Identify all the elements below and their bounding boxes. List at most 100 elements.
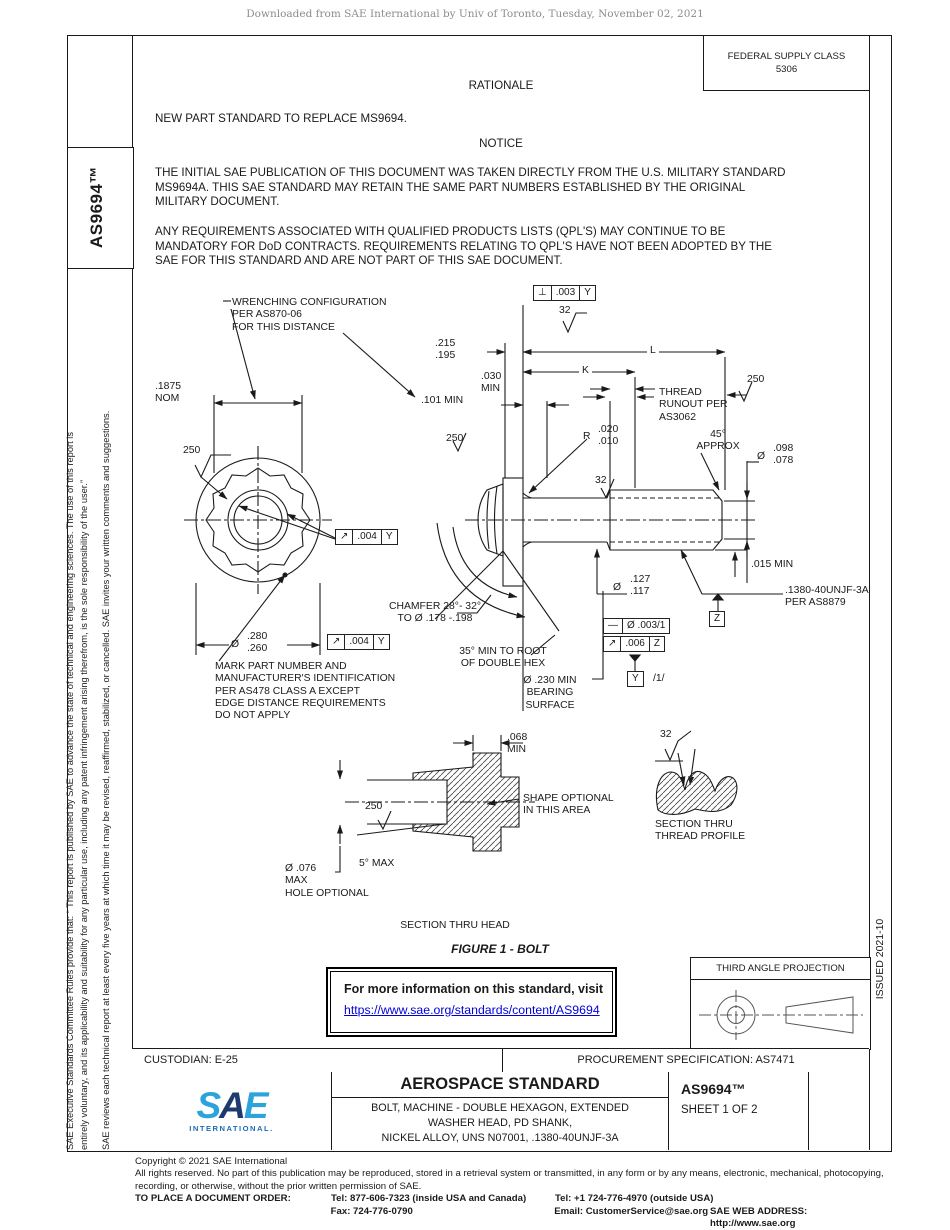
right-strip-divider xyxy=(869,35,870,1150)
rights-line2: recording, or otherwise, without the pri… xyxy=(135,1180,422,1192)
footer: Copyright © 2021 SAE International All r… xyxy=(135,1156,895,1230)
sae-logo: SAE INTERNATIONAL. xyxy=(132,1072,332,1150)
federal-supply-class-box: FEDERAL SUPPLY CLASS 5306 xyxy=(703,36,870,91)
rights-line1: All rights reserved. No part of this pub… xyxy=(135,1168,884,1180)
figure-label: Ø .076 MAX HOLE OPTIONAL xyxy=(285,863,369,899)
rationale-heading: RATIONALE xyxy=(468,79,534,92)
order-label: TO PLACE A DOCUMENT ORDER: xyxy=(135,1193,291,1205)
frame-cell: Y xyxy=(385,531,393,542)
document-title: BOLT, MACHINE - DOUBLE HEXAGON, EXTENDED… xyxy=(371,1102,629,1144)
figure-label: .030 MIN xyxy=(481,371,502,395)
feature-control-frame: Z xyxy=(709,611,726,627)
figure-label: CHAMFER 28°- 32° TO Ø .178 -.198 xyxy=(388,601,482,625)
feature-control-frame: — Ø .003/1 xyxy=(603,618,671,634)
figure-label: .015 MIN xyxy=(751,559,794,570)
figure-label: K xyxy=(579,365,592,378)
sae-logo-subtext: INTERNATIONAL. xyxy=(189,1124,274,1133)
sidebar-divider xyxy=(132,35,133,1150)
third-angle-projection-symbol xyxy=(699,990,863,1040)
frame-cell: — xyxy=(604,619,623,633)
figure-label: R xyxy=(583,431,591,442)
figure-label: .215 .195 xyxy=(435,338,456,362)
title-block: SAE INTERNATIONAL. AEROSPACE STANDARD BO… xyxy=(132,1072,869,1150)
frame-cell: Z xyxy=(653,638,660,649)
page-border xyxy=(67,35,892,1152)
feature-control-frame: Y xyxy=(627,671,644,687)
figure-label: 250 xyxy=(365,801,383,812)
frame-cell: ↗ xyxy=(604,637,622,651)
notice-para2: ANY REQUIREMENTS ASSOCIATED WITH QUALIFI… xyxy=(155,225,773,268)
figure-label: WRENCHING CONFIGURATION PER AS870-06 FOR… xyxy=(232,297,387,333)
figure-label: Ø xyxy=(613,582,622,593)
standard-link[interactable]: https://www.sae.org/standards/content/AS… xyxy=(344,1003,600,1017)
sidebar-review-note: SAE reviews each technical report at lea… xyxy=(101,410,111,1150)
document-number: AS9694™ xyxy=(681,1081,746,1097)
figure-label: .280 .260 xyxy=(247,631,268,655)
doc-number-box xyxy=(67,147,134,269)
bolt-drawing-linework xyxy=(184,300,783,873)
fsc-code: 5306 xyxy=(775,64,798,75)
tel-outside: Tel: +1 724-776-4970 (outside USA) xyxy=(555,1193,714,1205)
third-angle-projection-box: THIRD ANGLE PROJECTION xyxy=(690,957,871,1050)
figure-label: SECTION THRU HEAD xyxy=(400,920,510,931)
fax-number: Fax: 724-776-0790 xyxy=(330,1205,413,1217)
tel-inside: Tel: 877-606-7323 (inside USA and Canada… xyxy=(331,1193,527,1205)
figure-label: .1875 NOM xyxy=(155,381,182,405)
figure-label: L xyxy=(647,345,659,358)
fsc-label: FEDERAL SUPPLY CLASS xyxy=(727,51,846,62)
frame-cell: .006 xyxy=(621,637,650,651)
frame-cell: Y xyxy=(632,673,639,684)
figure-label: Ø xyxy=(231,639,240,650)
frame-cell: Z xyxy=(714,613,721,624)
figure-label: .127 .117 xyxy=(630,574,651,598)
download-watermark: Downloaded from SAE International by Uni… xyxy=(246,8,704,20)
title-block-empty-cell xyxy=(809,1072,869,1150)
figure-label: Ø .230 MIN BEARING SURFACE xyxy=(523,675,577,711)
figure-label: 32 xyxy=(559,305,571,316)
figure-label: Ø xyxy=(757,451,766,462)
figure-1-bolt-drawing: WRENCHING CONFIGURATION PER AS870-06 FOR… xyxy=(135,283,870,973)
figure-label: /1/ xyxy=(653,673,665,684)
sae-logo-s: S xyxy=(196,1085,221,1126)
figure-label: 250 xyxy=(446,433,464,444)
figure-label: 32 xyxy=(595,475,607,486)
sidebar-legal-text: SAE Executive Standards Committee Rules … xyxy=(65,432,89,1150)
notice-heading: NOTICE xyxy=(479,137,523,150)
figure-label: .020 .010 xyxy=(598,424,619,448)
more-info-text: For more information on this standard, v… xyxy=(344,982,604,996)
frame-cell: ↗ xyxy=(336,530,354,544)
frame-cell: Y xyxy=(584,287,591,298)
sae-logo-e: E xyxy=(243,1085,269,1126)
frame-cell: .004 xyxy=(345,635,374,649)
figure-label: .098 .078 xyxy=(773,443,794,467)
doc-number-vertical: AS9694™ xyxy=(87,166,106,248)
issued-date-vertical: ISSUED 2021-10 xyxy=(874,918,886,1000)
frame-cell: ⊥ xyxy=(534,286,552,300)
web-address: SAE WEB ADDRESS: http://www.sae.org xyxy=(710,1205,808,1230)
document-type: AEROSPACE STANDARD xyxy=(332,1072,668,1098)
frame-cell: Ø .003/1 xyxy=(627,620,666,631)
figure-label: 45° APPROX xyxy=(696,429,740,453)
sae-logo-a: A xyxy=(219,1085,246,1126)
notice-para1: THE INITIAL SAE PUBLICATION OF THIS DOCU… xyxy=(155,166,786,209)
frame-cell: ↗ xyxy=(328,635,346,649)
rationale-body: NEW PART STANDARD TO REPLACE MS9694. xyxy=(155,112,407,125)
custodian-row: CUSTODIAN: E-25 PROCUREMENT SPECIFICATIO… xyxy=(132,1048,869,1074)
frame-cell: .004 xyxy=(353,530,382,544)
email-address: Email: CustomerService@sae.org xyxy=(554,1205,709,1217)
figure-label: .101 MIN xyxy=(421,395,464,406)
figure-label: 32 xyxy=(660,729,672,740)
figure-label: 250 xyxy=(747,374,765,385)
projection-title: THIRD ANGLE PROJECTION xyxy=(691,958,870,980)
figure-label: SECTION THRU THREAD PROFILE xyxy=(655,819,746,843)
figure-label: 250 xyxy=(183,445,201,456)
procurement-cell: PROCUREMENT SPECIFICATION: AS7471 xyxy=(577,1054,795,1066)
custodian-cell: CUSTODIAN: E-25 xyxy=(132,1049,503,1073)
figure-label: 35° MIN TO ROOT OF DOUBLE HEX xyxy=(459,646,547,670)
figure-label: .068 MIN xyxy=(507,732,528,756)
figure-label: MARK PART NUMBER AND MANUFACTURER'S IDEN… xyxy=(215,661,396,722)
